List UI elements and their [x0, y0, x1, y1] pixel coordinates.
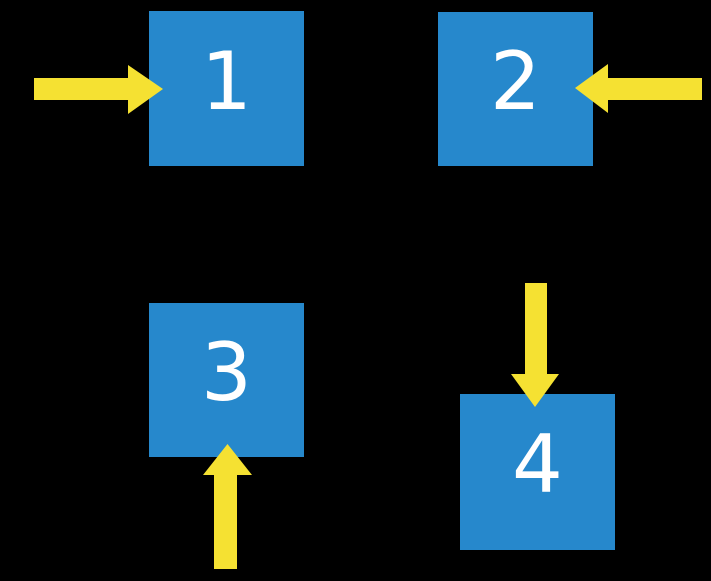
arrow-left-icon	[575, 64, 702, 113]
arrow-down-icon	[511, 283, 559, 407]
box-2-label: 2	[490, 35, 541, 128]
box-3: 3	[149, 303, 304, 457]
box-3-label: 3	[201, 326, 252, 419]
box-1-label: 1	[201, 34, 252, 128]
arrow-right-icon	[34, 65, 163, 114]
box-4-label: 4	[512, 418, 563, 511]
arrow-up-icon	[203, 444, 252, 569]
box-4: 4	[460, 394, 615, 550]
box-2: 2	[438, 12, 593, 166]
box-1: 1	[149, 11, 304, 166]
